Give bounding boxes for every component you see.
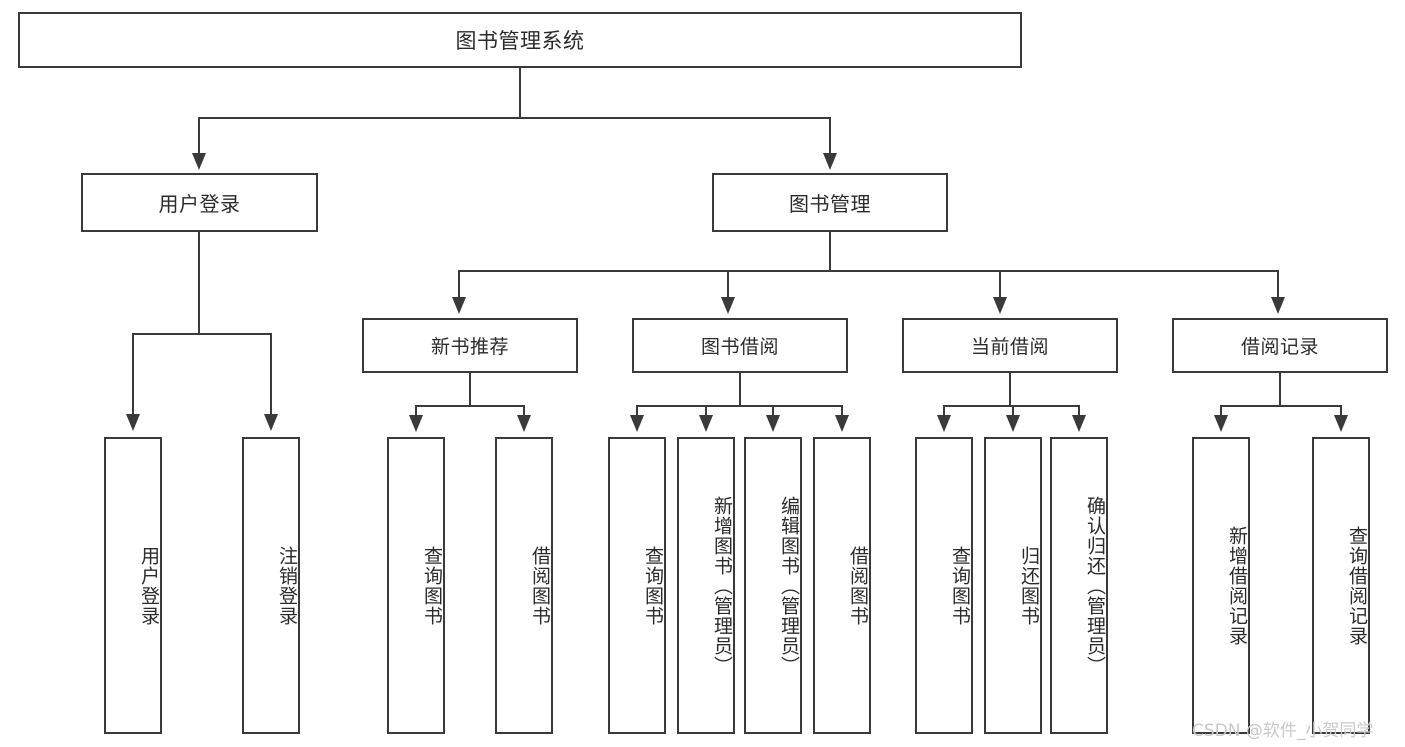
connector-book-mgmt-to-new-book [458,270,460,300]
arrow-current-borrow-icon [993,297,1007,314]
leaf-current-borrow-return[interactable]: 归还图书 [984,437,1042,734]
leaf-current-borrow-return-label: 归还图书 [1018,545,1040,626]
leaf-new-book-query[interactable]: 查询图书 [387,437,445,734]
arrow-book-borrow-icon [721,297,735,314]
connector-current-borrow-to-leaf3 [1078,405,1080,418]
node-user-login[interactable]: 用户登录 [81,173,318,232]
node-new-book-recommend-label: 新书推荐 [430,336,509,358]
leaf-user-login-logout[interactable]: 注销登录 [242,437,300,734]
arrow-borrow-record-icon [1271,297,1285,314]
leaf-book-borrow-add-label: 新增图书（管理员） [711,495,733,676]
leaf-book-borrow-add[interactable]: 新增图书（管理员） [677,437,735,734]
leaf-user-login-logout-label: 注销登录 [276,545,298,626]
leaf-book-borrow-borrow-label: 借阅图书 [847,545,869,626]
arrow-book-borrow-leaf2-icon [699,415,713,432]
node-book-management-label: 图书管理 [789,192,871,216]
connector-current-borrow-to-leaf1 [943,405,945,418]
arrow-borrow-record-leaf2-icon [1334,415,1348,432]
connector-borrow-record-to-leaf2 [1340,405,1342,418]
leaf-book-borrow-edit-label: 编辑图书（管理员） [778,495,800,676]
leaf-book-borrow-query-label: 查询图书 [642,545,664,626]
leaf-borrow-record-query[interactable]: 查询借阅记录 [1312,437,1370,734]
connector-new-book-bar [415,405,524,407]
arrow-book-borrow-leaf4-icon [835,415,849,432]
connector-current-borrow-stem [1009,373,1011,407]
leaf-new-book-query-label: 查询图书 [421,545,443,626]
node-current-borrow-label: 当前借阅 [970,336,1049,358]
connector-root-to-book-mgmt [829,117,831,156]
leaf-book-borrow-borrow[interactable]: 借阅图书 [813,437,871,734]
arrow-borrow-record-leaf1-icon [1214,415,1228,432]
connector-root-to-user-login [198,117,200,156]
arrow-root-to-book-mgmt-icon [823,153,837,170]
arrow-new-book-icon [452,297,466,314]
connector-book-mgmt-to-book-borrow [727,270,729,300]
connector-borrow-record-stem [1279,373,1281,407]
leaf-new-book-borrow[interactable]: 借阅图书 [495,437,553,734]
connector-user-login-to-leaf1 [132,333,134,417]
arrow-user-login-leaf2-icon [264,414,278,431]
leaf-borrow-record-add-label: 新增借阅记录 [1226,525,1248,646]
arrow-user-login-leaf1-icon [126,414,140,431]
leaf-user-login-login[interactable]: 用户登录 [104,437,162,734]
arrow-book-borrow-leaf3-icon [766,415,780,432]
connector-user-login-stem [198,232,200,335]
connector-book-mgmt-bar [458,270,1279,272]
connector-new-book-to-leaf1 [415,405,417,418]
connector-book-mgmt-to-current-borrow [999,270,1001,300]
connector-book-borrow-to-leaf4 [841,405,843,418]
node-root[interactable]: 图书管理系统 [18,12,1022,68]
arrow-current-borrow-leaf2-icon [1006,415,1020,432]
arrow-current-borrow-leaf1-icon [937,415,951,432]
connector-user-login-bar [132,333,271,335]
node-borrow-record-label: 借阅记录 [1240,336,1319,358]
node-current-borrow[interactable]: 当前借阅 [902,318,1118,373]
connector-user-login-to-leaf2 [270,333,272,417]
arrow-new-book-leaf2-icon [517,415,531,432]
connector-book-mgmt-stem [829,232,831,272]
leaf-borrow-record-query-label: 查询借阅记录 [1346,525,1368,646]
leaf-current-borrow-query[interactable]: 查询图书 [915,437,973,734]
connector-current-borrow-to-leaf2 [1012,405,1014,418]
connector-new-book-stem [469,373,471,407]
arrow-book-borrow-leaf1-icon [630,415,644,432]
node-user-login-label: 用户登录 [158,192,241,216]
leaf-current-borrow-confirm-label: 确认归还（管理员） [1084,495,1106,676]
connector-book-borrow-to-leaf1 [636,405,638,418]
connector-book-borrow-bar [636,405,842,407]
leaf-user-login-login-label: 用户登录 [138,545,160,626]
arrow-new-book-leaf1-icon [409,415,423,432]
node-root-label: 图书管理系统 [455,29,585,53]
arrow-current-borrow-leaf3-icon [1072,415,1086,432]
connector-root-bar [198,117,831,119]
connector-new-book-to-leaf2 [523,405,525,418]
connector-current-borrow-bar [943,405,1079,407]
node-book-management[interactable]: 图书管理 [712,173,948,232]
connector-borrow-record-bar [1220,405,1341,407]
leaf-current-borrow-confirm[interactable]: 确认归还（管理员） [1050,437,1108,734]
leaf-new-book-borrow-label: 借阅图书 [529,545,551,626]
connector-root-stem [519,68,521,118]
connector-book-mgmt-to-borrow-record [1277,270,1279,300]
node-new-book-recommend[interactable]: 新书推荐 [362,318,578,373]
arrow-root-to-user-login-icon [192,153,206,170]
node-borrow-record[interactable]: 借阅记录 [1172,318,1388,373]
node-book-borrow[interactable]: 图书借阅 [632,318,848,373]
connector-borrow-record-to-leaf1 [1220,405,1222,418]
connector-book-borrow-stem [739,373,741,407]
connector-book-borrow-to-leaf3 [772,405,774,418]
leaf-current-borrow-query-label: 查询图书 [949,545,971,626]
leaf-book-borrow-query[interactable]: 查询图书 [608,437,666,734]
leaf-book-borrow-edit[interactable]: 编辑图书（管理员） [744,437,802,734]
leaf-borrow-record-add[interactable]: 新增借阅记录 [1192,437,1250,734]
node-book-borrow-label: 图书借阅 [700,336,779,358]
connector-book-borrow-to-leaf2 [705,405,707,418]
